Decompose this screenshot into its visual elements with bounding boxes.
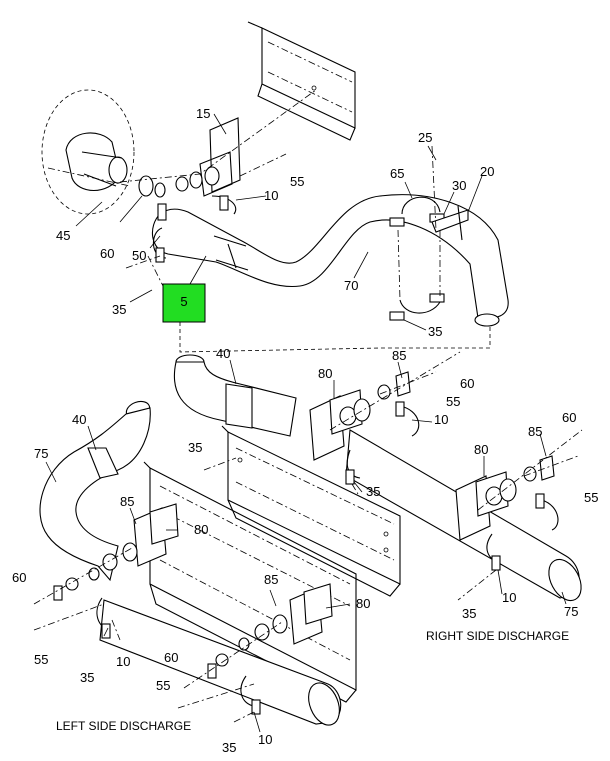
label-80: 80 xyxy=(356,596,370,611)
left-leaders xyxy=(33,547,283,723)
label-85: 85 xyxy=(264,572,278,587)
label-10: 10 xyxy=(434,412,448,427)
gasket-rings xyxy=(138,175,166,198)
label-15: 15 xyxy=(196,106,210,121)
bracket-80-left-lower xyxy=(289,583,333,645)
label-60: 60 xyxy=(12,570,26,585)
label-75: 75 xyxy=(34,446,48,461)
label-45: 45 xyxy=(56,228,70,243)
label-10: 10 xyxy=(502,590,516,605)
label-60: 60 xyxy=(164,650,178,665)
engine-outlet xyxy=(41,89,135,215)
label-40: 40 xyxy=(72,412,86,427)
label-55: 55 xyxy=(584,490,598,505)
label-55: 55 xyxy=(290,174,304,189)
label-10: 10 xyxy=(116,654,130,669)
label-60: 60 xyxy=(562,410,576,425)
clamps-top xyxy=(152,195,237,263)
label-35: 35 xyxy=(366,484,380,499)
highlight-label: 5 xyxy=(180,294,187,309)
label-20: 20 xyxy=(480,164,494,179)
top-label-leaders xyxy=(75,113,483,331)
label-85: 85 xyxy=(120,494,134,509)
label-80: 80 xyxy=(474,442,488,457)
right-label-leaders xyxy=(229,359,567,605)
label-80: 80 xyxy=(194,522,208,537)
isolator-15 xyxy=(175,166,220,192)
left-label-leaders xyxy=(45,425,351,733)
bracket-80-left-upper xyxy=(133,503,179,567)
label-35: 35 xyxy=(188,440,202,455)
label-75: 75 xyxy=(564,604,578,619)
label-55: 55 xyxy=(34,652,48,667)
label-60: 60 xyxy=(100,246,114,261)
label-70: 70 xyxy=(344,278,358,293)
elbow-pipe-40-75-left xyxy=(39,400,151,582)
exhaust-pipe-5-70 xyxy=(151,194,509,327)
label-10: 10 xyxy=(258,732,272,747)
frame-rail-right xyxy=(221,425,401,597)
label-40: 40 xyxy=(216,346,230,361)
label-35: 35 xyxy=(222,740,236,755)
label-30: 30 xyxy=(452,178,466,193)
label-85: 85 xyxy=(528,424,542,439)
label-35: 35 xyxy=(428,324,442,339)
label-25: 25 xyxy=(418,130,432,145)
highlight-callout-5[interactable]: 5 xyxy=(162,283,206,323)
label-85: 85 xyxy=(392,348,406,363)
clamps-65-20 xyxy=(389,196,469,321)
bracket-15 xyxy=(199,117,241,197)
isolators-left xyxy=(65,542,288,667)
label-35: 35 xyxy=(80,670,94,685)
label-60: 60 xyxy=(460,376,474,391)
caption-left-side-discharge: LEFT SIDE DISCHARGE xyxy=(56,719,191,733)
label-35: 35 xyxy=(462,606,476,621)
label-50: 50 xyxy=(132,248,146,263)
top-leaders xyxy=(47,89,491,353)
highlight-box xyxy=(162,283,206,323)
label-55: 55 xyxy=(446,394,460,409)
label-10: 10 xyxy=(264,188,278,203)
label-55: 55 xyxy=(156,678,170,693)
label-65: 65 xyxy=(390,166,404,181)
elbow-pipe-40-right xyxy=(173,354,297,437)
frame-rail-top xyxy=(247,21,356,141)
label-35: 35 xyxy=(112,302,126,317)
label-80: 80 xyxy=(318,366,332,381)
frame-rail-left xyxy=(143,461,357,703)
right-leaders xyxy=(203,351,583,601)
clamps-left xyxy=(53,585,261,715)
caption-right-side-discharge: RIGHT SIDE DISCHARGE xyxy=(426,629,569,643)
